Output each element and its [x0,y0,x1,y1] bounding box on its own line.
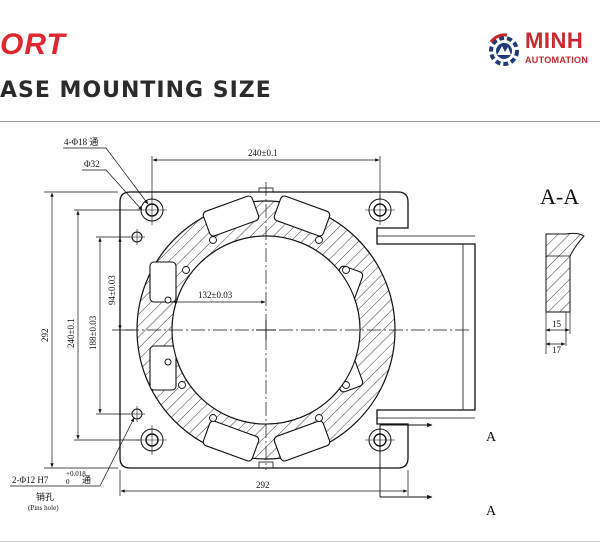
callout-pins-tol-upper: +0.018 [66,470,86,478]
dim-bottom-width: 292 [256,480,270,490]
pin-hole-en: (Pins hole) [28,504,59,512]
callout-holes: 4-Φ18 通 [64,137,98,147]
gear-icon [489,33,519,66]
callout-pins-suffix: 通 [82,475,91,485]
ring-bolt-holes [164,236,350,422]
section-dim-15: 15 [552,319,562,329]
dim-left-inner: 240±0.1 [66,318,76,348]
dim-188: 188±0.03 [88,315,98,350]
footer-divider [0,541,600,542]
callout-pins-tol-lower: 0 [66,478,70,486]
brand-fragment: ORT [0,28,66,61]
dim-94: 94±0.03 [107,275,117,305]
section-label: A-A [540,184,579,209]
logo-word: MINH [525,28,584,53]
header-divider [0,121,600,122]
pin-hole-cn: 销孔 [36,491,54,502]
page-title: ASE MOUNTING SIZE [0,78,272,103]
dim-top-width: 240±0.1 [248,148,278,158]
minh-automation-logo: MINH AUTOMATION [487,30,600,70]
dim-132: 132±0.03 [198,290,233,300]
callout-phi32: Φ32 [84,159,100,169]
dim-left-height: 292 [40,329,50,343]
logo-subtitle: AUTOMATION [525,55,589,65]
section-dim-17: 17 [552,345,562,355]
callout-pins: 2-Φ12 H7 [12,475,49,485]
section-marker-upper: A [486,430,497,445]
section-marker-lower: A [486,504,497,519]
section-view [545,232,585,354]
base-outline [119,191,476,469]
